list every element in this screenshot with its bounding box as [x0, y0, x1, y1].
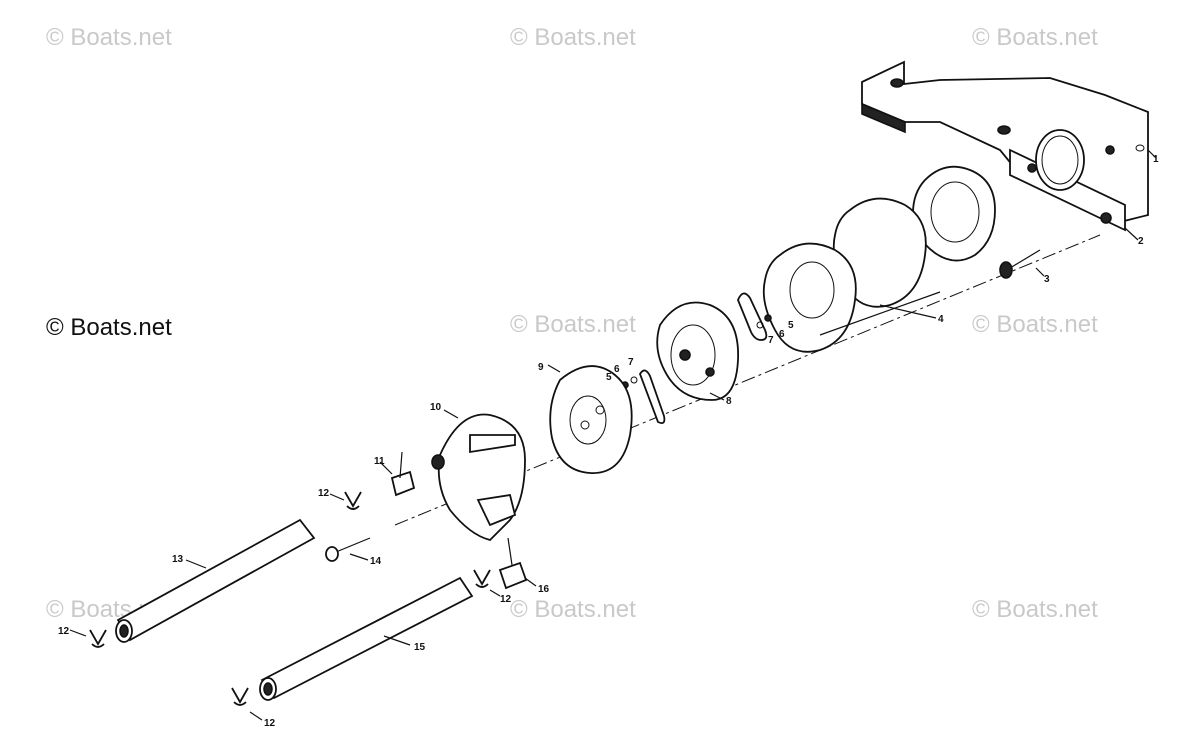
link-pin — [737, 292, 768, 341]
link-pin-lower — [639, 369, 666, 425]
washer-part — [1135, 144, 1145, 152]
callout-14: 14 — [370, 556, 382, 567]
cover-screw — [325, 537, 371, 562]
callout-12: 12 — [318, 488, 330, 499]
fuel-hose-lower — [259, 576, 474, 701]
mounting-screw — [999, 249, 1041, 279]
pump-gasket — [549, 365, 633, 474]
watermark: © Boats.net — [510, 596, 636, 623]
mounting-bracket — [861, 60, 1149, 232]
callout-6: 6 — [614, 364, 620, 375]
watermark: © Boats.net — [972, 311, 1098, 338]
watermark: © Boats.net — [510, 24, 636, 51]
callout-12: 12 — [264, 718, 276, 729]
callout-12: 12 — [500, 594, 512, 605]
small-washer — [756, 321, 764, 329]
callout-9: 9 — [538, 362, 544, 373]
callout-5: 5 — [606, 372, 612, 383]
hose-clip — [89, 629, 107, 648]
watermark: © Boats.net — [972, 596, 1098, 623]
callout-1: 1 — [1153, 154, 1159, 165]
hose-clip — [473, 569, 491, 588]
callout-11: 11 — [374, 456, 385, 467]
callout-16: 16 — [538, 584, 550, 595]
pump-cover — [431, 413, 526, 541]
callout-13: 13 — [172, 554, 184, 565]
hose-clip — [344, 491, 362, 510]
fuel-hose-upper — [115, 518, 316, 643]
callout-4: 4 — [938, 314, 944, 325]
small-washer — [630, 376, 638, 384]
callout-7: 7 — [768, 335, 774, 346]
callout-12: 12 — [58, 626, 70, 637]
callout-2: 2 — [1138, 236, 1144, 247]
watermark: © Boats.net — [46, 314, 172, 341]
callout-10: 10 — [430, 402, 442, 413]
small-nut — [764, 314, 772, 322]
elbow-fitting — [390, 451, 416, 497]
callout-leaders — [69, 149, 1157, 721]
hose-clip — [231, 687, 249, 706]
pump-body — [656, 301, 739, 401]
callout-6: 6 — [779, 329, 785, 340]
callout-8: 8 — [726, 396, 732, 407]
callout-3: 3 — [1044, 274, 1050, 285]
callout-7: 7 — [628, 357, 634, 368]
outlet-elbow-fitting — [498, 537, 528, 590]
gasket-set — [762, 165, 996, 353]
watermark: © Boats.net — [46, 24, 172, 51]
watermark: © Boats.net — [972, 24, 1098, 51]
watermark: © Boats.net — [510, 311, 636, 338]
callout-5: 5 — [788, 320, 794, 331]
callout-15: 15 — [414, 642, 426, 653]
